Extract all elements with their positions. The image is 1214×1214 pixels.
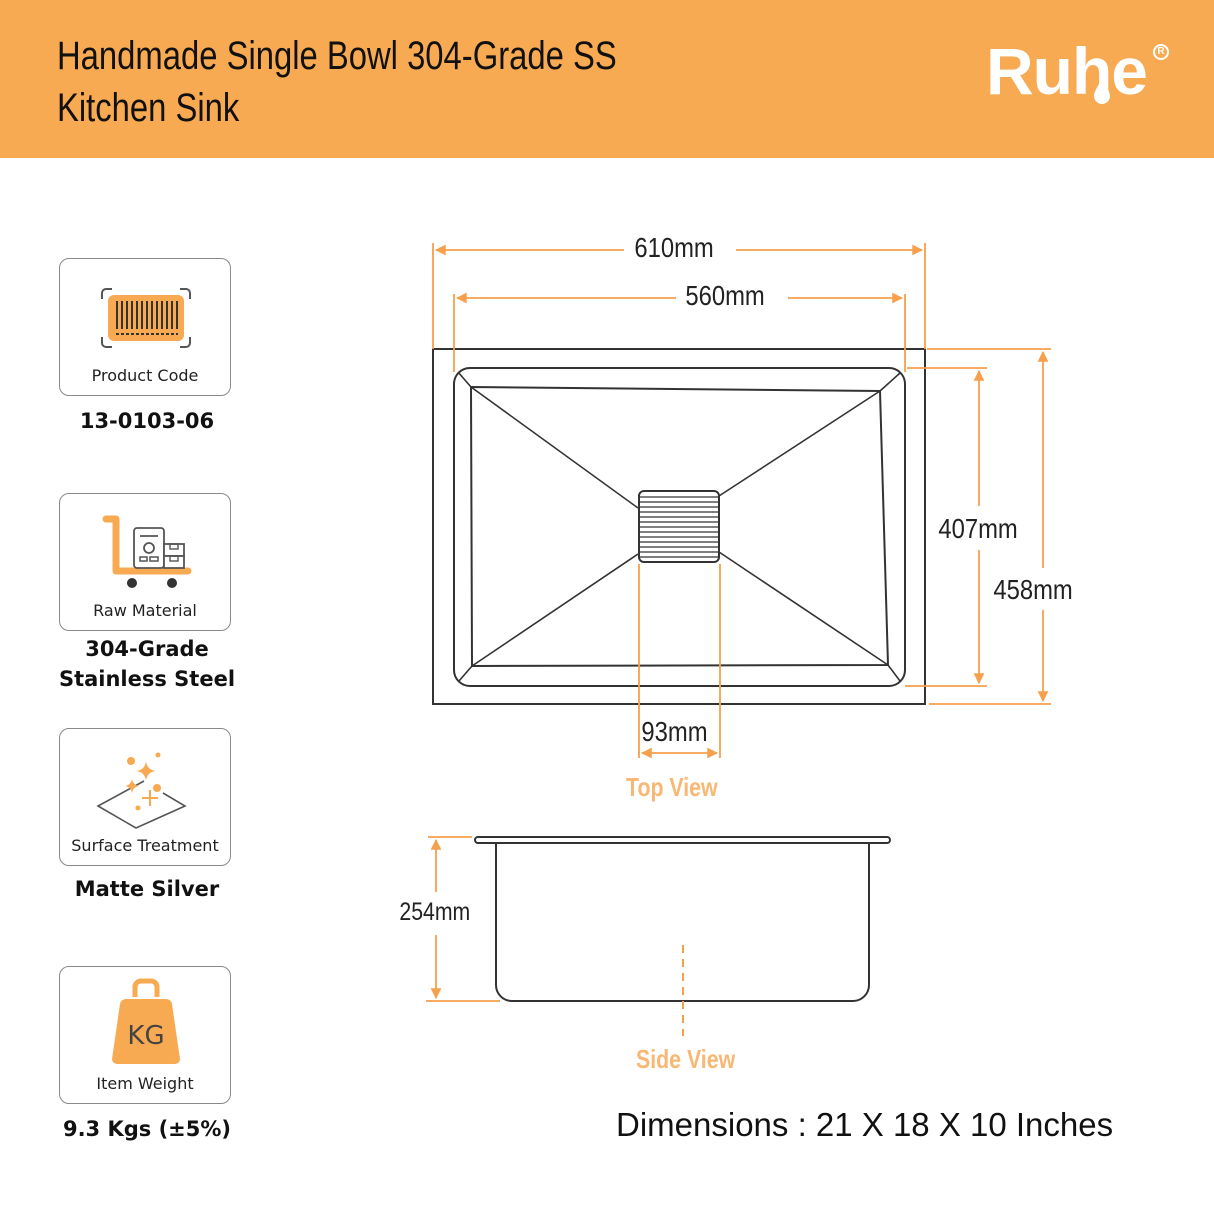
registered-mark-icon: R [1153,44,1169,60]
barcode-icon [101,288,191,348]
side-view-drawing [474,836,891,1036]
dim-label-inner-length: 407mm [935,513,1022,545]
dim-458-line [927,348,1051,705]
spec-card-item-weight: KG Item Weight [59,966,231,1104]
title-line-2: Kitchen Sink [57,86,240,130]
spec-value-line: 9.3 Kgs (±5%) [62,1117,232,1141]
spec-card-product-code: Product Code [59,258,231,396]
drain-grate [638,490,720,563]
dim-254-line [426,836,500,1002]
dim-label-depth: 254mm [396,898,474,927]
header-banner: Handmade Single Bowl 304-Grade SS Kitche… [0,0,1214,158]
spec-label: Product Code [91,366,199,385]
spec-card-surface-treatment: Surface Treatment [59,728,231,866]
title-line-1: Handmade Single Bowl 304-Grade SS [57,34,617,78]
kg-weight-icon: KG [112,978,180,1064]
dim-label-drain-width: 93mm [641,716,708,747]
cart-material-icon [102,515,192,588]
dim-label-inner-width: 560mm [682,280,769,312]
dim-407-line [905,367,987,687]
dim-label-outer-width: 610mm [631,232,718,264]
bowl-outline [453,367,906,687]
spec-value-product-code: 13-0103-06 [40,406,254,436]
outer-rim-outline [432,348,926,705]
side-view-label: Side View [636,1044,736,1074]
dimensions-summary: Dimensions : 21 X 18 X 10 Inches [616,1106,1114,1143]
spec-label: Raw Material [93,601,197,620]
spec-value-line: 304-Grade [85,637,209,661]
spec-value-item-weight: 9.3 Kgs (±5%) [40,1114,254,1144]
dim-93-line [638,564,721,759]
sparkle-surface-icon [96,752,187,829]
dim-label-outer-length: 458mm [990,574,1077,606]
page-title: Handmade Single Bowl 304-Grade SS Kitche… [57,30,617,134]
top-view-label: Top View [626,772,718,802]
dim-560-line [453,292,906,372]
spec-value-raw-material: 304-Grade Stainless Steel [40,634,254,694]
brand-logo: Ruhe [986,34,1148,108]
spec-card-raw-material: Raw Material [59,493,231,631]
spec-label: Item Weight [96,1074,194,1093]
spec-label: Surface Treatment [71,836,219,855]
spec-value-surface-treatment: Matte Silver [40,874,254,904]
spec-value-line: 13-0103-06 [79,409,215,433]
spec-value-line: Matte Silver [74,877,220,901]
water-drop-icon [1094,74,1110,104]
dim-610-line [432,243,926,349]
spec-value-line: Stainless Steel [58,667,236,691]
kg-text: KG [127,1021,164,1051]
